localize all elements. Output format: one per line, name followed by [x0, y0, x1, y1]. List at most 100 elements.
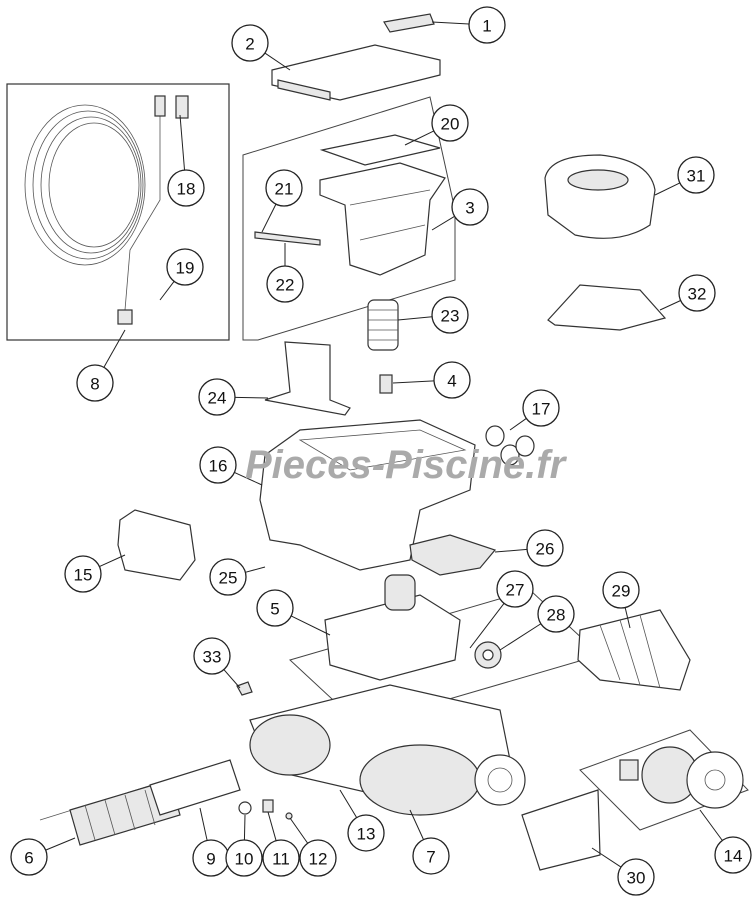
leader-line — [199, 807, 208, 841]
part-brush-core — [149, 759, 241, 816]
leader-line — [469, 603, 505, 649]
leader-line — [245, 566, 266, 573]
callout-32: 32 — [659, 274, 716, 312]
callout-number: 23 — [441, 307, 460, 326]
part-flap — [264, 341, 351, 416]
leader-line — [99, 554, 126, 568]
leader-line — [494, 548, 528, 553]
callout-28: 28 — [499, 595, 575, 651]
callout-number: 15 — [74, 566, 93, 585]
leader-line — [654, 182, 681, 196]
callout-number: 3 — [465, 199, 474, 218]
leader-line — [591, 847, 622, 868]
leader-line — [509, 418, 527, 431]
callout-circle — [262, 839, 300, 877]
callout-number: 18 — [177, 180, 196, 199]
part-front-intake — [117, 509, 196, 581]
callout-number: 22 — [276, 276, 295, 295]
callout-circle — [347, 814, 385, 852]
callout-circle — [431, 296, 469, 334]
callout-number: 21 — [275, 180, 294, 199]
callout-9: 9 — [192, 807, 230, 877]
callout-circle — [299, 839, 337, 877]
leader-line — [409, 809, 424, 840]
callout-29: 29 — [602, 571, 640, 629]
wheel-group-frame — [579, 729, 749, 831]
callout-circle — [678, 274, 716, 312]
leader-line — [431, 215, 455, 231]
callout-1: 1 — [431, 6, 506, 44]
part-rollers — [577, 609, 691, 691]
callout-number: 1 — [482, 17, 491, 36]
callout-number: 12 — [309, 850, 328, 869]
callout-number: 11 — [272, 850, 290, 869]
callout-17: 17 — [509, 389, 560, 431]
callout-3: 3 — [431, 188, 489, 231]
callout-12: 12 — [289, 817, 337, 877]
callout-circle — [64, 555, 102, 593]
callout-circle — [193, 637, 231, 675]
part-cable — [24, 95, 189, 325]
callout-number: 19 — [176, 259, 195, 278]
part-motor-unit — [324, 574, 461, 681]
leader-line — [264, 52, 291, 71]
leader-line — [223, 669, 241, 689]
leader-line — [243, 814, 246, 841]
callout-14: 14 — [699, 809, 752, 874]
leader-line — [289, 817, 309, 844]
callout-circle — [231, 24, 269, 62]
callout-number: 31 — [687, 167, 706, 186]
callout-33: 33 — [193, 637, 241, 689]
callout-21: 21 — [261, 169, 303, 233]
part-side-plate — [521, 789, 601, 871]
callout-circle — [10, 838, 48, 876]
callout-number: 25 — [219, 569, 238, 588]
callout-circle — [256, 589, 294, 627]
part-body — [259, 419, 476, 571]
callout-15: 15 — [64, 554, 126, 593]
watermark: Pieces-Piscine.fr — [245, 443, 568, 487]
callout-circle — [433, 361, 471, 399]
callout-7: 7 — [409, 809, 450, 875]
callout-11: 11 — [262, 811, 300, 877]
leader-line — [290, 615, 331, 636]
callout-number: 32 — [688, 285, 707, 304]
callout-circle — [209, 558, 247, 596]
callout-number: 8 — [90, 375, 99, 394]
callout-circle — [266, 265, 304, 303]
callout-number: 9 — [206, 850, 215, 869]
part-filter-mesh — [254, 231, 321, 246]
leader-line — [392, 380, 435, 384]
callout-22: 22 — [266, 243, 304, 303]
callout-circle — [166, 248, 204, 286]
callout-25: 25 — [209, 558, 266, 596]
callout-circle — [677, 156, 715, 194]
callout-number: 33 — [203, 648, 222, 667]
callout-number: 5 — [270, 600, 279, 619]
callout-circle — [496, 570, 534, 608]
part-chassis-tracks — [249, 684, 526, 816]
part-support — [409, 534, 497, 576]
leader-line — [431, 21, 470, 25]
callout-circle — [468, 6, 506, 44]
callout-4: 4 — [392, 361, 471, 399]
callout-31: 31 — [654, 156, 715, 196]
leader-line — [159, 281, 175, 301]
leader-line — [397, 316, 433, 321]
callout-27: 27 — [469, 570, 534, 649]
leader-line — [339, 789, 358, 818]
callout-number: 26 — [536, 540, 555, 559]
callout-number: 28 — [547, 606, 566, 625]
callout-circle — [602, 571, 640, 609]
callout-number: 17 — [532, 400, 551, 419]
callout-circle — [76, 364, 114, 402]
leader-line — [45, 837, 76, 851]
part-connector — [379, 374, 393, 394]
callout-number: 20 — [441, 115, 460, 134]
part-impeller — [367, 299, 399, 351]
callout-6: 6 — [10, 837, 76, 876]
leader-line — [179, 114, 186, 171]
callout-circle — [526, 529, 564, 567]
callout-5: 5 — [256, 589, 331, 636]
